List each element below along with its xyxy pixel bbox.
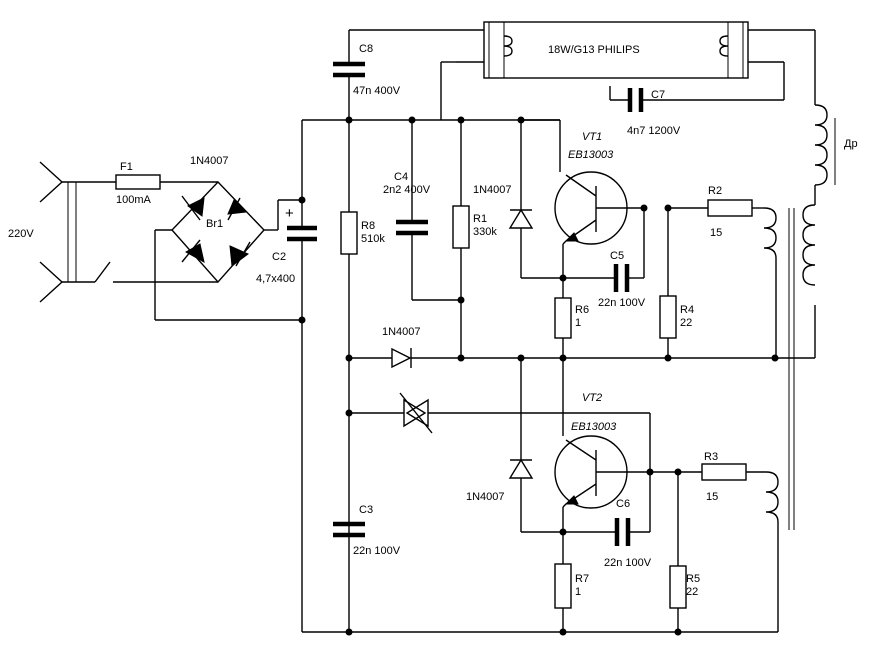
diode-top: 1N4007 (473, 120, 563, 279)
c3-ref: C3 (359, 504, 373, 516)
c4-ref: C4 (394, 171, 408, 183)
c8-ref: C8 (359, 43, 373, 55)
fluorescent-lamp: 18W/G13 PHILIPS (440, 21, 815, 120)
c6-ref: C6 (616, 498, 630, 510)
resistor-r4: R4 22 (659, 208, 694, 358)
c2-plus: + (285, 205, 294, 222)
r8-ref: R8 (361, 220, 375, 232)
resistor-r6: R6 1 (554, 297, 589, 358)
fuse-f1: F1 100mA (115, 161, 218, 206)
choke-dr: Др (802, 30, 858, 358)
c2-value: 4,7x400 (256, 273, 295, 285)
resistor-r1: R1 330k (452, 120, 497, 362)
diode-bottom: 1N4007 (466, 358, 563, 533)
capacitor-c5: C5 22n 100V (563, 208, 646, 309)
transformer-core (788, 208, 795, 530)
capacitor-c7: C7 4n7 1200V (609, 86, 784, 137)
r5-value: 22 (686, 586, 698, 598)
c5-ref: C5 (610, 250, 624, 262)
transistor-vt1: VT1 EB13003 (521, 119, 672, 298)
capacitor-c4: C4 2n2 400V (383, 120, 461, 301)
c8-value: 47n 400V (353, 85, 401, 97)
c2-ref: C2 (272, 251, 286, 263)
r6-value: 1 (575, 317, 581, 329)
choke-ref: Др (844, 138, 858, 150)
r1-value: 330k (473, 226, 497, 238)
bridge-rectifier-br1: 1N4007 Br1 (154, 155, 302, 321)
mains-input: 220V (8, 161, 218, 303)
transistor-vt2: VT2 EB13003 (554, 358, 682, 564)
capacitor-c3: C3 22n 100V (333, 504, 401, 557)
r1-ref: R1 (473, 213, 487, 225)
transformer-winding-2 (765, 471, 779, 632)
r2-value: 15 (710, 227, 722, 239)
vt2-ref: VT2 (582, 392, 602, 404)
d-bot-type: 1N4007 (466, 491, 505, 503)
r7-value: 1 (575, 586, 581, 598)
fuse-ref: F1 (120, 161, 133, 173)
c6-value: 22n 100V (604, 557, 652, 569)
fuse-value: 100mA (116, 194, 152, 206)
d-mid-type: 1N4007 (382, 326, 421, 338)
r6-ref: R6 (575, 304, 589, 316)
c7-value: 4n7 1200V (627, 125, 681, 137)
c5-value: 22n 100V (598, 297, 646, 309)
r4-value: 22 (680, 317, 692, 329)
r3-ref: R3 (704, 451, 718, 463)
c3-value: 22n 100V (353, 545, 401, 557)
d-top-type: 1N4007 (473, 184, 512, 196)
resistor-r5: R5 22 (669, 472, 700, 636)
r5-ref: R5 (686, 573, 700, 585)
capacitor-c2: + C2 4,7x400 (256, 120, 317, 632)
top-rail: C8 47n 400V (302, 29, 560, 124)
r4-ref: R4 (680, 304, 694, 316)
r2-ref: R2 (708, 185, 722, 197)
bridge-diode-type: 1N4007 (190, 155, 229, 167)
vt1-ref: VT1 (582, 131, 602, 143)
mains-voltage-label: 220V (8, 228, 34, 240)
resistor-r8: R8 510k (340, 120, 385, 636)
resistor-r2: R2 15 (668, 185, 764, 239)
resistor-r7: R7 1 (554, 563, 589, 636)
mid-rail: 1N4007 (349, 326, 815, 369)
c4-value: 2n2 400V (383, 184, 431, 196)
capacitor-c6: C6 22n 100V (563, 472, 652, 569)
bridge-ref: Br1 (206, 218, 223, 230)
vt2-type: EB13003 (571, 421, 617, 433)
diac (349, 392, 651, 472)
lamp-label: 18W/G13 PHILIPS (548, 44, 640, 56)
resistor-r3: R3 15 (678, 451, 766, 503)
r8-value: 510k (361, 233, 385, 245)
r3-value: 15 (706, 491, 718, 503)
transformer-winding-1 (763, 207, 777, 358)
c7-ref: C7 (651, 89, 665, 101)
r7-ref: R7 (575, 573, 589, 585)
vt1-type: EB13003 (568, 149, 614, 161)
